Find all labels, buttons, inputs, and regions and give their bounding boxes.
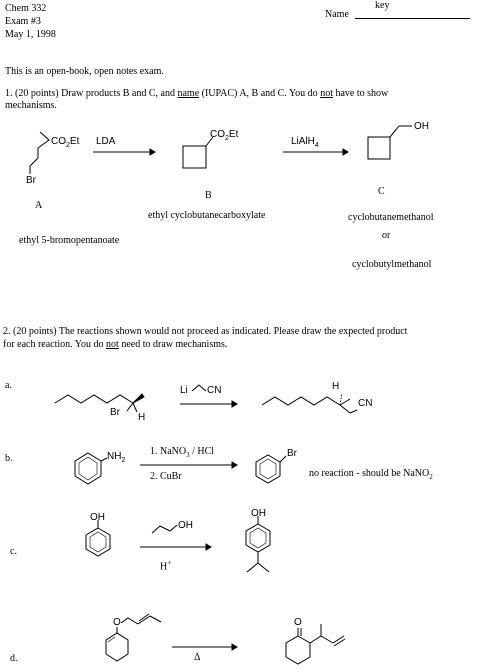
reaction-a-product-chain [261,396,341,406]
reaction-c-phenol-oh: OH [90,512,105,523]
reaction-a-reagent-cn: CN [207,385,222,396]
exam-date: May 1, 1998 [5,29,56,40]
name-c1: cyclobutanemethanol [348,212,434,223]
reaction-d-ether-o: O [113,617,121,628]
compound-c-ring [367,136,391,160]
compound-a-br-label: Br [26,175,36,186]
reaction-d-product-ring [285,635,311,665]
q1-instructions-cont: mechanisms. [5,100,57,111]
reaction-c-product-oh: OH [251,508,266,519]
name-b: ethyl cyclobutanecarboxylate [148,210,266,221]
reaction-d-heat: Δ [194,652,201,663]
reaction-a-product-cn: CN [358,398,373,409]
label-a: A [35,200,43,211]
label-2b: b. [5,453,13,464]
reaction-c-catalyst: H+ [160,559,172,573]
reagent-lialh4: LiAlH4 [291,136,319,149]
compound-b-ring [182,145,207,169]
compound-a-chain [29,131,50,174]
compound-b-ester-label: CO2Et [210,129,239,142]
reaction-a-product-h: H [332,381,340,392]
label-c: C [378,186,385,197]
reaction-a-br: Br [110,407,120,418]
reaction-d-product-o: O [294,617,302,628]
reaction-a-reactant-chain [54,394,134,404]
label-2a: a. [5,380,12,391]
reaction-b-reagent2: 2. CuBr [150,471,182,482]
reaction-d-reactant-ring [105,632,129,662]
name-label: Name [325,9,349,20]
reagent-lda: LDA [96,136,116,147]
reaction-a-h: H [138,412,146,423]
label-2c: c. [10,546,17,557]
name-a: ethyl 5-bromopentanoate [19,235,120,246]
reaction-b-product-br: Br [287,448,297,459]
label-2d: d. [10,653,18,664]
course-title: Chem 332 [5,3,47,14]
compound-a-ester-label: CO2Et [51,136,80,149]
intro-text: This is an open-book, open notes exam. [5,66,164,77]
reaction-c-propanol-oh: OH [178,520,193,531]
name-c-or: or [382,230,391,241]
reaction-b-nh2: NH2 [107,451,126,464]
reaction-a-reagent-li: Li [180,385,188,396]
name-value: key [375,0,390,11]
q2-instructions-cont: for each reaction. You do not need to dr… [3,339,228,350]
q2-instructions: 2. (20 points) The reactions shown would… [3,326,408,337]
reaction-b-reagent1: 1. NaNO3 / HCl [150,446,215,459]
label-b: B [205,190,212,201]
name-field[interactable] [355,8,470,19]
exam-number: Exam #3 [5,16,41,27]
q1-instructions: 1. (20 points) Draw products B and C, an… [5,88,389,99]
reaction-c-phenol [85,527,111,557]
name-c2: cyclobutylmethanol [352,259,432,270]
reaction-b-note: no reaction - should be NaNO2 [309,468,433,481]
compound-c-oh-label: OH [414,121,429,132]
